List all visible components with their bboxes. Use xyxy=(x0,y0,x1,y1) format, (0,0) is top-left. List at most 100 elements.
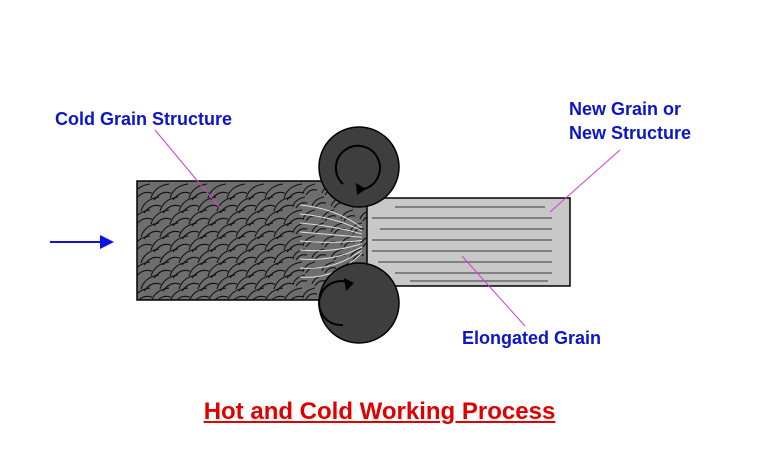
grain-stroke xyxy=(217,301,235,315)
grain-stroke xyxy=(270,295,286,300)
grain-stroke xyxy=(216,222,236,238)
grain-stroke xyxy=(264,183,284,199)
grain-stroke xyxy=(295,280,308,287)
grain-stroke xyxy=(324,267,337,274)
grain-stroke xyxy=(321,209,335,220)
grain-stroke xyxy=(229,243,248,253)
grain-stroke xyxy=(216,248,236,264)
grain-stroke xyxy=(169,261,189,277)
grain-stroke xyxy=(150,209,170,225)
grain-stroke xyxy=(286,217,305,227)
grain-stroke xyxy=(324,215,337,222)
grain-stroke xyxy=(169,235,189,251)
grain-stroke xyxy=(292,196,306,207)
grain-stroke xyxy=(137,191,153,199)
grain-stroke xyxy=(207,183,227,199)
leader-line-new xyxy=(549,149,621,213)
grain-stroke xyxy=(248,217,267,227)
grain-stroke xyxy=(273,222,293,238)
grain-stroke xyxy=(191,243,210,253)
grain-stroke xyxy=(286,269,305,279)
grain-stroke xyxy=(311,248,325,259)
grain-stroke xyxy=(283,261,303,277)
grain-stroke xyxy=(359,211,367,220)
rotation-arrow-icon xyxy=(318,280,353,327)
grain-stroke xyxy=(343,241,356,248)
grain-stroke xyxy=(220,309,237,317)
grain-stroke xyxy=(248,191,267,201)
grain-stroke xyxy=(169,209,189,225)
grain-stroke xyxy=(150,183,170,199)
grain-stroke xyxy=(182,309,199,317)
grain-stroke xyxy=(246,287,265,300)
grain-stroke xyxy=(293,301,305,310)
grain-stroke xyxy=(140,196,160,212)
new-grain-label: New Grain or New Structure xyxy=(569,97,691,145)
grain-stroke xyxy=(137,209,151,217)
cold-grain-pattern xyxy=(137,183,367,317)
grain-stroke xyxy=(286,191,305,201)
cold-grain-structure-label: Cold Grain Structure xyxy=(55,109,233,129)
grain-stroke xyxy=(264,209,284,225)
compressed-grain-stroke xyxy=(299,213,363,232)
grain-stroke xyxy=(273,196,293,212)
grain-stroke xyxy=(245,261,265,277)
grain-stroke xyxy=(362,216,367,222)
grain-stroke xyxy=(172,217,191,227)
grain-stroke xyxy=(311,196,325,207)
grain-stroke xyxy=(159,274,179,290)
grain-stroke xyxy=(226,183,246,199)
grain-stroke xyxy=(352,254,365,261)
grain-stroke xyxy=(188,209,208,225)
new-grain-label-line2: New Structure xyxy=(569,123,692,143)
grain-stroke xyxy=(274,301,292,315)
compressed-grain-stroke xyxy=(299,246,363,260)
grain-stroke xyxy=(349,248,363,259)
new-grain-label-line1: New Grain or xyxy=(569,99,682,119)
grain-stroke xyxy=(235,222,255,238)
grain-stroke xyxy=(305,189,318,196)
grain-stroke xyxy=(267,191,286,201)
grain-stroke xyxy=(140,274,160,290)
grain-stroke xyxy=(207,235,227,251)
grain-stroke xyxy=(248,269,267,279)
grain-stroke xyxy=(254,248,274,264)
grain-stroke xyxy=(188,261,208,277)
rotation-arrowhead-icon xyxy=(344,278,354,291)
grain-stroke xyxy=(362,242,367,248)
grain-stroke xyxy=(330,248,344,259)
grain-stroke xyxy=(150,261,170,277)
grain-stroke xyxy=(236,301,254,315)
grain-stroke xyxy=(137,217,153,225)
grain-stroke xyxy=(321,261,335,272)
grain-stroke xyxy=(295,254,308,261)
grain-stroke xyxy=(197,248,217,264)
compressed-grain-stroke xyxy=(299,239,363,243)
grain-stroke xyxy=(216,274,236,290)
grain-stroke xyxy=(302,209,316,220)
top-roller xyxy=(318,126,400,208)
grain-stroke xyxy=(160,301,178,315)
grain-stroke xyxy=(302,287,316,298)
grain-stroke xyxy=(258,309,275,317)
grain-stroke xyxy=(178,248,198,264)
grain-stroke xyxy=(295,202,308,209)
rotation-arrow-icon xyxy=(334,144,381,190)
grain-stroke xyxy=(229,191,248,201)
grain-stroke xyxy=(172,191,191,201)
grain-stroke xyxy=(178,196,198,212)
grain-stroke xyxy=(169,183,189,199)
grain-stroke xyxy=(255,301,273,315)
grain-stroke xyxy=(235,248,255,264)
grain-stroke xyxy=(191,217,210,227)
elongated-grain-lines xyxy=(372,206,552,282)
grain-stroke xyxy=(170,287,189,300)
grain-stroke xyxy=(295,228,308,235)
grain-stroke xyxy=(140,222,160,238)
grain-stroke xyxy=(207,261,227,277)
grain-stroke xyxy=(188,183,208,199)
right-arrow-icon xyxy=(50,235,114,249)
grain-stroke xyxy=(239,309,256,317)
grain-stroke xyxy=(207,209,227,225)
